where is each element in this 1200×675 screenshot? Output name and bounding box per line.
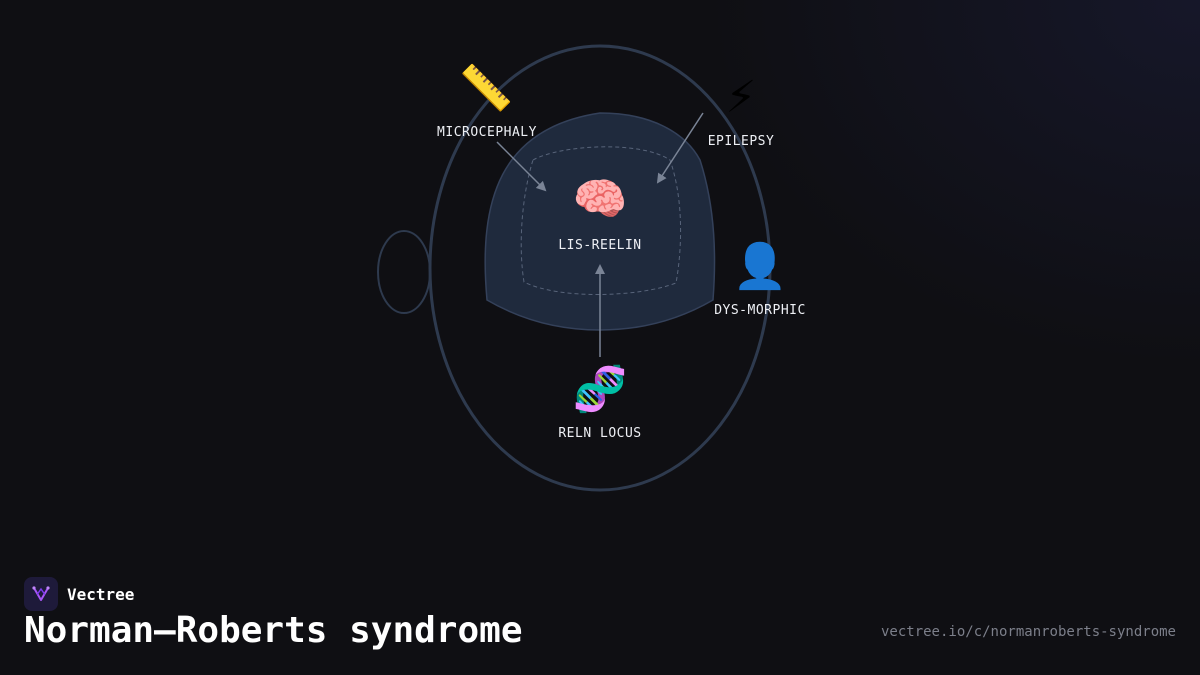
page-url[interactable]: vectree.io/c/normanroberts-syndrome — [880, 624, 1176, 640]
reln-locus-label: RELN LOCUS — [558, 426, 642, 441]
ear-outline — [377, 230, 431, 314]
lightning-icon: ⚡ — [725, 72, 757, 123]
brand[interactable]: Vectree — [24, 577, 134, 611]
ruler-icon: 📏 — [458, 63, 514, 114]
page-title: Norman–Roberts syndrome — [24, 610, 523, 651]
arrow-epilepsy-to-brain — [656, 112, 704, 184]
person-silhouette-icon: 👤 — [732, 241, 788, 292]
dna-icon: 🧬 — [572, 364, 628, 415]
brain-icon: 🧠 — [572, 174, 628, 225]
arrow-microcephaly-to-brain — [496, 141, 547, 192]
lis-reelin-label: LIS-REELIN — [558, 238, 642, 253]
epilepsy-label: EPILEPSY — [707, 134, 775, 149]
dysmorphic-label: DYS-MORPHIC — [714, 303, 806, 318]
microcephaly-label: MICROCEPHALY — [437, 125, 537, 140]
brand-name: Vectree — [67, 584, 135, 604]
vectree-logo-icon — [24, 577, 58, 611]
